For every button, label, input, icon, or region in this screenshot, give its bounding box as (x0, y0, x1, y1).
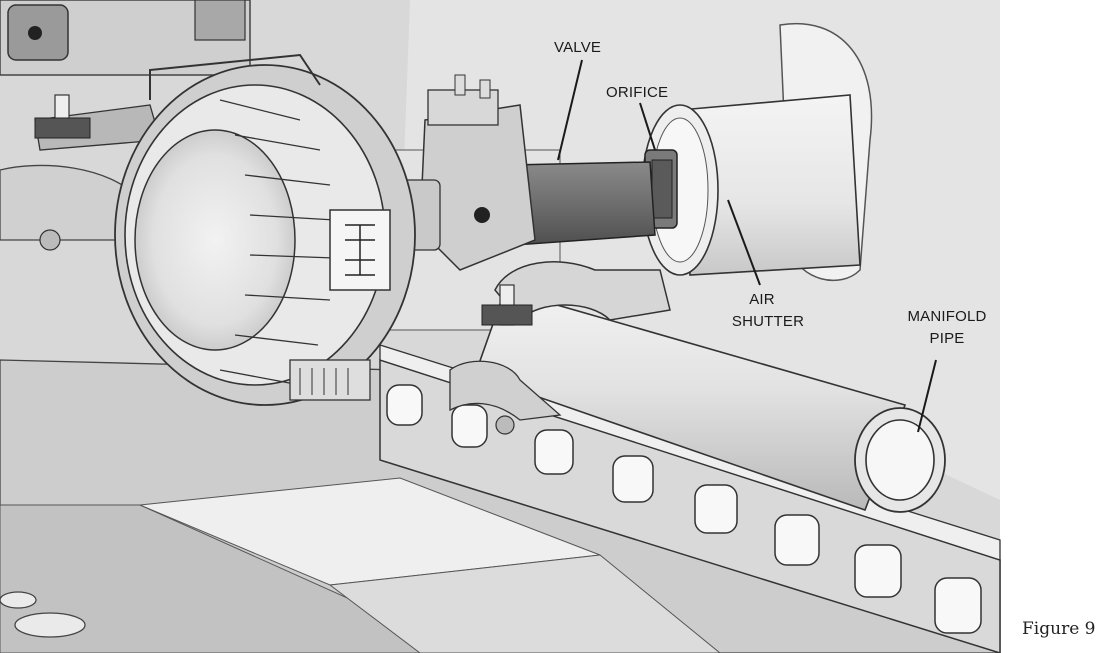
pipe-clamp (449, 261, 671, 435)
callout-lines (557, 59, 937, 433)
orifice-label: ORIFICE (606, 84, 668, 101)
manifold-label-line1: MANIFOLD (907, 308, 986, 325)
manifold-pipe (473, 289, 946, 513)
upper-left-burner-assembly (0, 0, 251, 251)
air-shutter-label-line2: SHUTTER (732, 313, 804, 330)
air-shutter-label-line1: AIR (749, 291, 775, 308)
flame-symbol-icon (345, 224, 375, 276)
control-knob (114, 53, 416, 406)
valve-label: VALVE (554, 39, 601, 56)
orifice-callout-line (639, 102, 656, 151)
valve-body (399, 74, 656, 271)
lower-tray (0, 359, 1001, 653)
figure-caption: Figure 9 (1022, 619, 1095, 639)
manifold-label-line2: PIPE (930, 330, 965, 347)
valve-callout-line (557, 59, 583, 161)
manifold-callout-line (917, 359, 937, 433)
air-shutter-callout-line (727, 199, 761, 286)
